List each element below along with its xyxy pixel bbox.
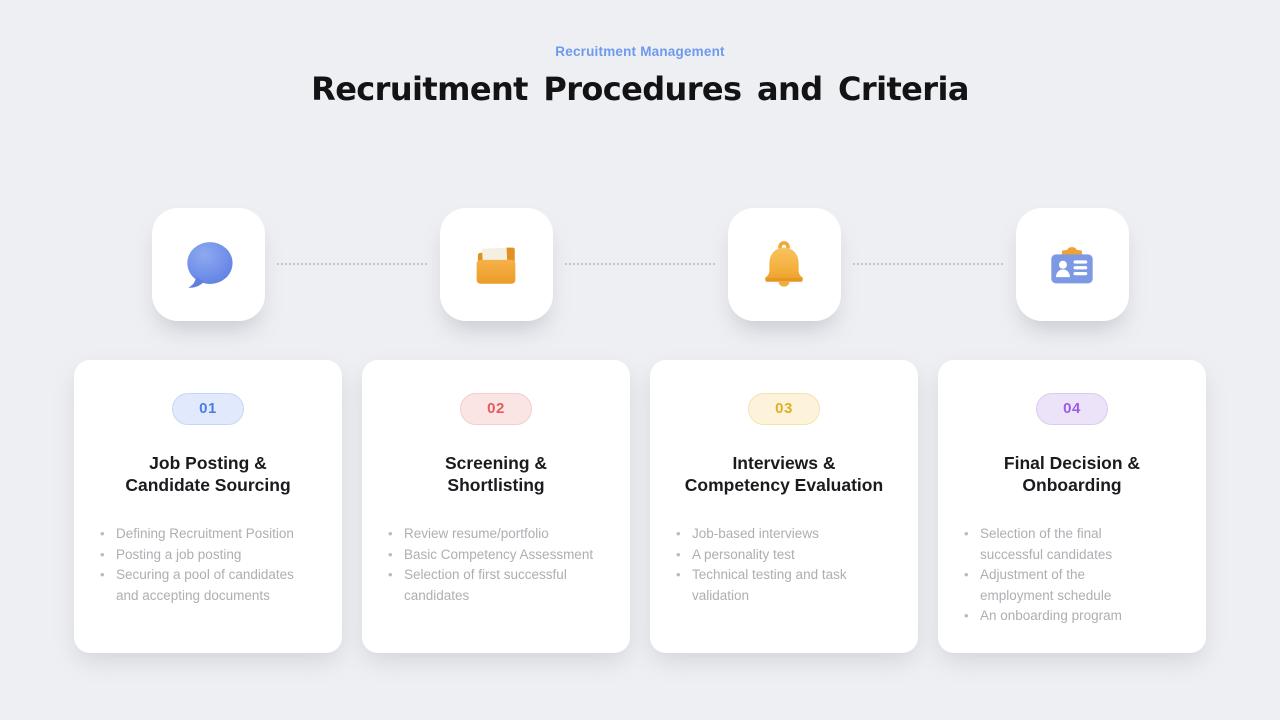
step-bullet-list: • Job-based interviews • A personality t… — [650, 524, 918, 606]
bullet-text: Selection of first successful candidates — [404, 567, 567, 603]
icon-tile-onboarding — [1015, 208, 1129, 321]
icon-tile-screening — [439, 208, 553, 321]
step-cards-row: 01 Job Posting & Candidate Sourcing • De… — [74, 360, 1206, 653]
id-card-icon — [1051, 246, 1093, 283]
bullet-icon: • — [964, 608, 969, 623]
step-title: Final Decision & Onboarding — [938, 452, 1206, 496]
tile-col-1 — [74, 208, 342, 321]
step-card-screening: 02 Screening & Shortlisting • Review res… — [362, 360, 630, 653]
list-item: • Selection of the final successful cand… — [964, 524, 1184, 565]
list-item: • An onboarding program — [964, 606, 1184, 627]
step-card-job-posting: 01 Job Posting & Candidate Sourcing • De… — [74, 360, 342, 653]
step-title-line: Competency Evaluation — [684, 475, 884, 495]
step-title: Screening & Shortlisting — [362, 452, 630, 496]
bullet-icon: • — [100, 526, 105, 541]
bullet-icon: • — [676, 567, 681, 582]
bullet-icon: • — [100, 546, 105, 562]
bullet-icon: • — [388, 526, 393, 541]
tile-col-2 — [362, 208, 630, 321]
bullet-icon: • — [388, 567, 393, 582]
list-item: • Defining Recruitment Position — [100, 524, 320, 545]
bullet-text: Review resume/portfolio — [404, 526, 549, 541]
bullet-text: Securing a pool of candidates and accept… — [116, 567, 294, 603]
step-bullet-list: • Defining Recruitment Position • Postin… — [74, 524, 342, 606]
bullet-text: Job-based interviews — [692, 526, 819, 541]
tile-col-4 — [938, 208, 1206, 321]
step-number-badge: 01 — [172, 393, 244, 425]
step-title: Interviews & Competency Evaluation — [650, 452, 918, 496]
dotted-connector — [565, 263, 715, 265]
folder-icon — [476, 247, 516, 284]
step-number-badge: 02 — [460, 393, 532, 425]
list-item: • Securing a pool of candidates and acce… — [100, 565, 320, 606]
icon-tile-job-posting — [151, 208, 265, 321]
step-number-badge: 03 — [748, 393, 820, 425]
list-item: • Technical testing and task validation — [676, 565, 896, 606]
step-title-line: Onboarding — [1022, 475, 1122, 495]
page-title: Recruitment Procedures and Criteria — [311, 70, 969, 108]
icon-tile-interviews — [727, 208, 841, 321]
bullet-icon: • — [964, 567, 969, 582]
speech-bubble-icon — [187, 241, 233, 288]
step-title-line: Interviews & — [732, 453, 836, 473]
bullet-icon: • — [676, 526, 681, 541]
tile-col-3 — [650, 208, 918, 321]
list-item: • Posting a job posting — [100, 545, 320, 566]
bullet-icon: • — [388, 546, 393, 562]
bullet-text: Defining Recruitment Position — [116, 526, 294, 541]
step-title-line: Screening & — [444, 453, 548, 473]
step-title-line: Final Decision & — [1003, 453, 1141, 473]
list-item: • A personality test — [676, 545, 896, 566]
bullet-icon: • — [676, 546, 681, 562]
bullet-icon: • — [964, 526, 969, 541]
bullet-icon: • — [100, 567, 105, 582]
bullet-text: Selection of the final successful candid… — [980, 526, 1113, 562]
bullet-text: Technical testing and task validation — [692, 567, 847, 603]
bullet-text: A personality test — [692, 546, 795, 562]
bullet-text: Basic Competency Assessment — [404, 546, 594, 562]
bell-icon — [765, 240, 803, 287]
step-card-onboarding: 04 Final Decision & Onboarding • Selecti… — [938, 360, 1206, 653]
bullet-text: Posting a job posting — [116, 546, 242, 562]
list-item: • Review resume/portfolio — [388, 524, 608, 545]
eyebrow-label: Recruitment Management — [555, 44, 725, 59]
step-number-badge: 04 — [1036, 393, 1108, 425]
list-item: • Basic Competency Assessment — [388, 545, 608, 566]
icon-tiles-row — [74, 208, 1206, 321]
step-title-line: Job Posting & — [149, 453, 267, 473]
step-title-line: Candidate Sourcing — [125, 475, 291, 495]
list-item: • Job-based interviews — [676, 524, 896, 545]
step-title-line: Shortlisting — [447, 475, 545, 495]
step-bullet-list: • Selection of the final successful cand… — [938, 524, 1206, 627]
step-card-interviews: 03 Interviews & Competency Evaluation • … — [650, 360, 918, 653]
dotted-connector — [277, 263, 427, 265]
dotted-connector — [853, 263, 1003, 265]
list-item: • Selection of first successful candidat… — [388, 565, 608, 606]
bullet-text: Adjustment of the employment schedule — [980, 567, 1112, 603]
step-bullet-list: • Review resume/portfolio • Basic Compet… — [362, 524, 630, 606]
bullet-text: An onboarding program — [980, 608, 1122, 623]
list-item: • Adjustment of the employment schedule — [964, 565, 1184, 606]
step-title: Job Posting & Candidate Sourcing — [74, 452, 342, 496]
